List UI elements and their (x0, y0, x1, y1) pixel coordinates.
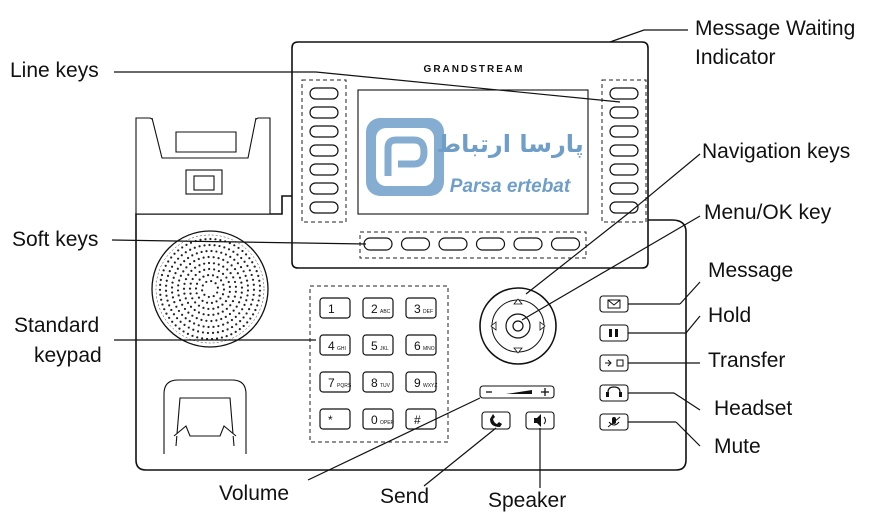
callout-navigation-keys: Navigation keys (702, 140, 851, 163)
soft-key (475, 237, 506, 251)
keypad-letters: GHI (337, 346, 346, 352)
keypad-letters: OPER (380, 420, 395, 426)
keypad-digit: * (328, 413, 333, 427)
line-key (609, 163, 639, 176)
keypad-key: # (405, 408, 437, 430)
soft-key (363, 237, 393, 251)
keypad-digit: 1 (328, 302, 335, 316)
callout-soft-keys: Soft keys (12, 228, 99, 251)
keypad-letters: MNO (423, 346, 435, 352)
line-key (309, 144, 339, 157)
line-key (609, 87, 639, 100)
message-key (599, 295, 629, 313)
callout-transfer: Transfer (708, 349, 786, 372)
hold-key (599, 324, 629, 342)
headset-key (599, 384, 629, 402)
keypad-digit: 5 (371, 339, 378, 353)
callout-message: Message (708, 259, 794, 282)
keypad-key: * (319, 408, 351, 430)
callout-mwi-line2: Indicator (695, 46, 776, 69)
keypad-digit: # (414, 413, 421, 427)
line-key (309, 87, 339, 100)
soft-keys (363, 237, 581, 251)
mute-key (599, 413, 629, 431)
navigation-cluster (479, 287, 557, 365)
callout-menu-ok-key: Menu/OK key (704, 201, 832, 224)
display-housing (291, 41, 649, 269)
soft-key (513, 237, 543, 251)
keypad-letters: TUV (380, 383, 391, 389)
keypad-key: 1 (319, 297, 351, 319)
line-key (609, 201, 639, 214)
handset-cradle-top (135, 117, 271, 215)
keypad-digit: 7 (328, 376, 335, 390)
keypad-digit: 8 (371, 376, 378, 390)
keypad-digit: 2 (371, 302, 378, 316)
soft-key (400, 237, 431, 251)
callout-mwi-line1: Message Waiting (695, 17, 856, 40)
soft-key (438, 237, 468, 251)
callout-mute: Mute (714, 435, 761, 458)
keypad-letters: WXYZ (423, 383, 437, 389)
speaker-key (525, 411, 555, 430)
line-key (609, 144, 639, 157)
line-keys-right (609, 87, 639, 214)
handset-hook-bottom (163, 379, 247, 454)
watermark-logo (366, 118, 444, 196)
keypad-digit: 3 (414, 302, 421, 316)
callout-line-keys: Line keys (10, 59, 99, 82)
line-keys-left (309, 87, 339, 214)
transfer-key (599, 354, 629, 372)
line-key (309, 182, 339, 195)
line-key (309, 106, 339, 119)
keypad-letters: PQRS (337, 383, 352, 389)
keypad-digit: 0 (371, 413, 378, 427)
callout-standard-keypad-line2: keypad (34, 344, 102, 367)
keypad-digit: 4 (328, 339, 335, 353)
line-key (609, 125, 639, 138)
keypad-digit: 6 (414, 339, 421, 353)
callout-volume: Volume (219, 482, 290, 505)
speaker-grille (151, 230, 269, 348)
callout-send: Send (380, 485, 430, 508)
keypad-letters: ABC (380, 309, 391, 315)
line-key (309, 201, 339, 214)
brand-logo: GRANDSTREAM (424, 64, 525, 75)
watermark-persian: پارسا ارتباط (436, 130, 584, 158)
line-key (309, 163, 339, 176)
callout-standard-keypad-line1: Standard (14, 314, 100, 337)
keypad-letters: JKL (380, 346, 389, 352)
line-key (609, 106, 639, 119)
callout-headset: Headset (714, 397, 793, 420)
line-key (309, 125, 339, 138)
soft-key (550, 237, 581, 251)
send-key (481, 411, 511, 430)
leader-lines (111, 29, 701, 488)
keypad-letters: DEF (423, 309, 433, 315)
watermark-latin: Parsa ertebat (450, 176, 571, 197)
callout-speaker: Speaker (488, 489, 567, 512)
line-key (609, 182, 639, 195)
volume-bar (479, 385, 555, 399)
callout-hold: Hold (708, 304, 752, 327)
keypad-digit: 9 (414, 376, 421, 390)
